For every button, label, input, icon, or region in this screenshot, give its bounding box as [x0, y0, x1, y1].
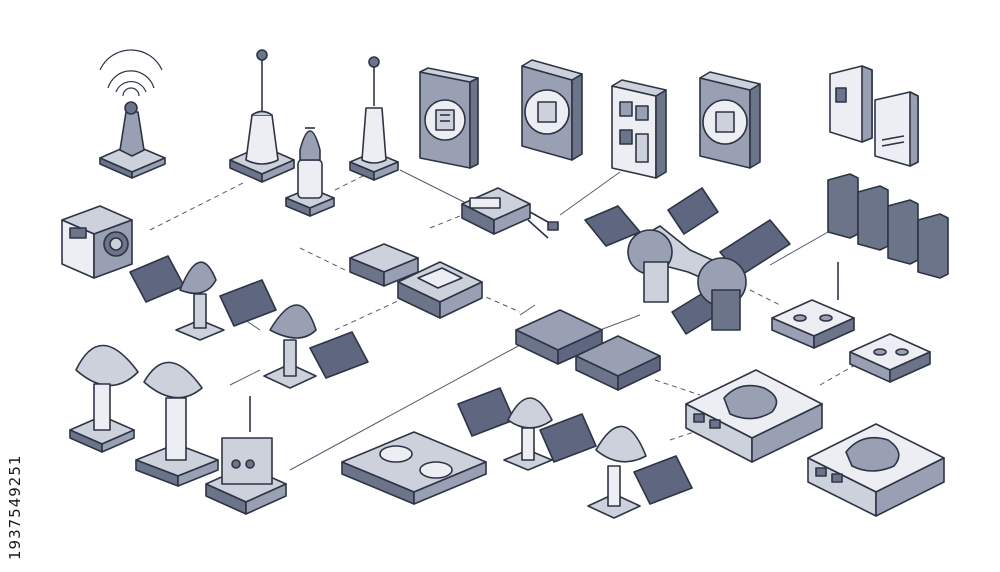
rocket-icon: [285, 127, 335, 217]
network-hub-icon: [807, 423, 945, 517]
satellite-station-icon: [263, 304, 369, 389]
control-panel-icon: [611, 79, 667, 179]
stock-id-label: 1937549251: [6, 454, 24, 560]
server-cabinet-icon: [827, 173, 949, 279]
smart-speaker-icon: [341, 431, 487, 505]
server-cabinet-icon: [829, 65, 919, 167]
network-hub-icon: [461, 187, 559, 239]
satellite-station-icon: [457, 387, 597, 471]
antenna-mast-icon: [349, 56, 399, 181]
circuit-panel-icon: [419, 67, 479, 169]
modem-icon: [849, 333, 931, 383]
network-hub-icon: [515, 309, 661, 391]
satellite-station-icon: [129, 255, 277, 341]
radio-tower-icon: [99, 49, 166, 179]
camera-device-icon: [61, 205, 133, 279]
satellite-dish-icon: [135, 361, 219, 487]
connection-lines: [149, 169, 856, 471]
router-icon: [771, 262, 855, 349]
satellite-icon: [584, 187, 791, 335]
radio-transmitter-icon: [205, 396, 287, 515]
satellite-station-icon: [587, 425, 693, 519]
network-hub-icon: [685, 369, 823, 463]
antenna-mast-icon: [229, 49, 295, 183]
circuit-panel-icon: [699, 71, 761, 169]
satellite-dish-icon: [69, 344, 139, 453]
modem-icon: [349, 243, 483, 319]
circuit-panel-icon: [521, 59, 583, 161]
